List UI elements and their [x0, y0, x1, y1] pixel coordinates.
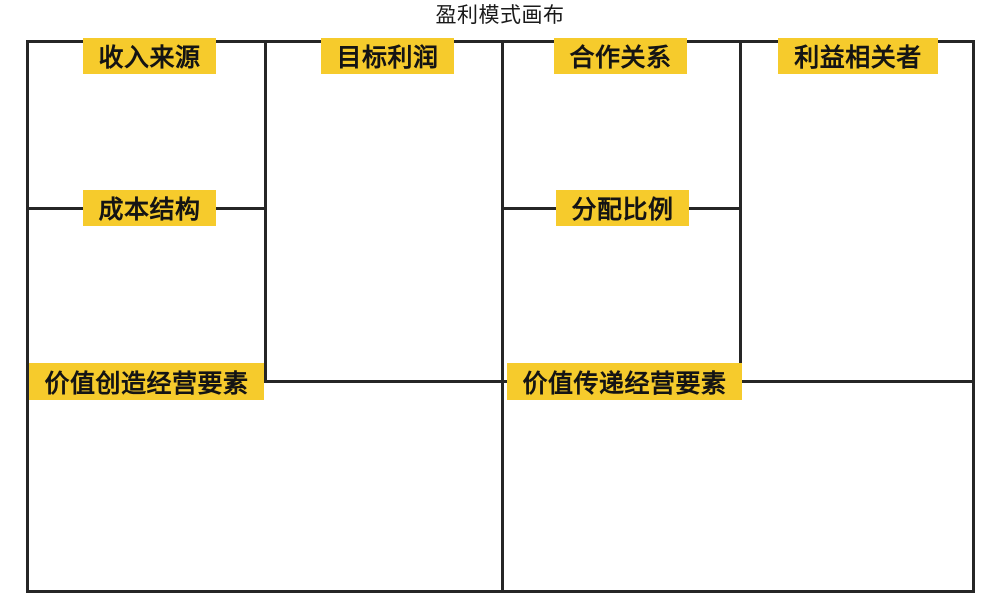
section-tag-cost-structure[interactable]: 成本结构 — [83, 190, 216, 226]
section-tag-value-delivery-elements[interactable]: 价值传递经营要素 — [507, 363, 742, 400]
grid-line-horizontal-value-elements — [26, 380, 975, 383]
section-tag-value-creation-elements[interactable]: 价值创造经营要素 — [29, 363, 264, 400]
cell-stakeholders[interactable] — [742, 43, 972, 380]
grid-line-bottom-border — [26, 590, 975, 593]
grid-line-left-border — [26, 40, 29, 593]
grid-line-top-border — [26, 40, 975, 43]
section-tag-stakeholders[interactable]: 利益相关者 — [778, 38, 938, 74]
cell-target-profit[interactable] — [267, 43, 501, 380]
grid-line-center-vertical — [501, 40, 504, 593]
cell-cost-structure[interactable] — [29, 210, 264, 380]
cell-distribution-ratio[interactable] — [504, 210, 739, 380]
page-title: 盈利模式画布 — [435, 3, 565, 27]
section-tag-partnerships[interactable]: 合作关系 — [554, 38, 687, 74]
section-tag-target-profit[interactable]: 目标利润 — [321, 38, 454, 74]
section-tag-distribution-ratio[interactable]: 分配比例 — [556, 190, 689, 226]
grid-line-vertical-revenue-profit — [264, 40, 267, 383]
cell-value-creation[interactable] — [29, 383, 501, 590]
section-tag-revenue-sources[interactable]: 收入来源 — [83, 38, 216, 74]
grid-line-vertical-partner-stakeholder — [739, 40, 742, 383]
cell-value-delivery[interactable] — [504, 383, 972, 590]
grid-line-right-border — [972, 40, 975, 593]
